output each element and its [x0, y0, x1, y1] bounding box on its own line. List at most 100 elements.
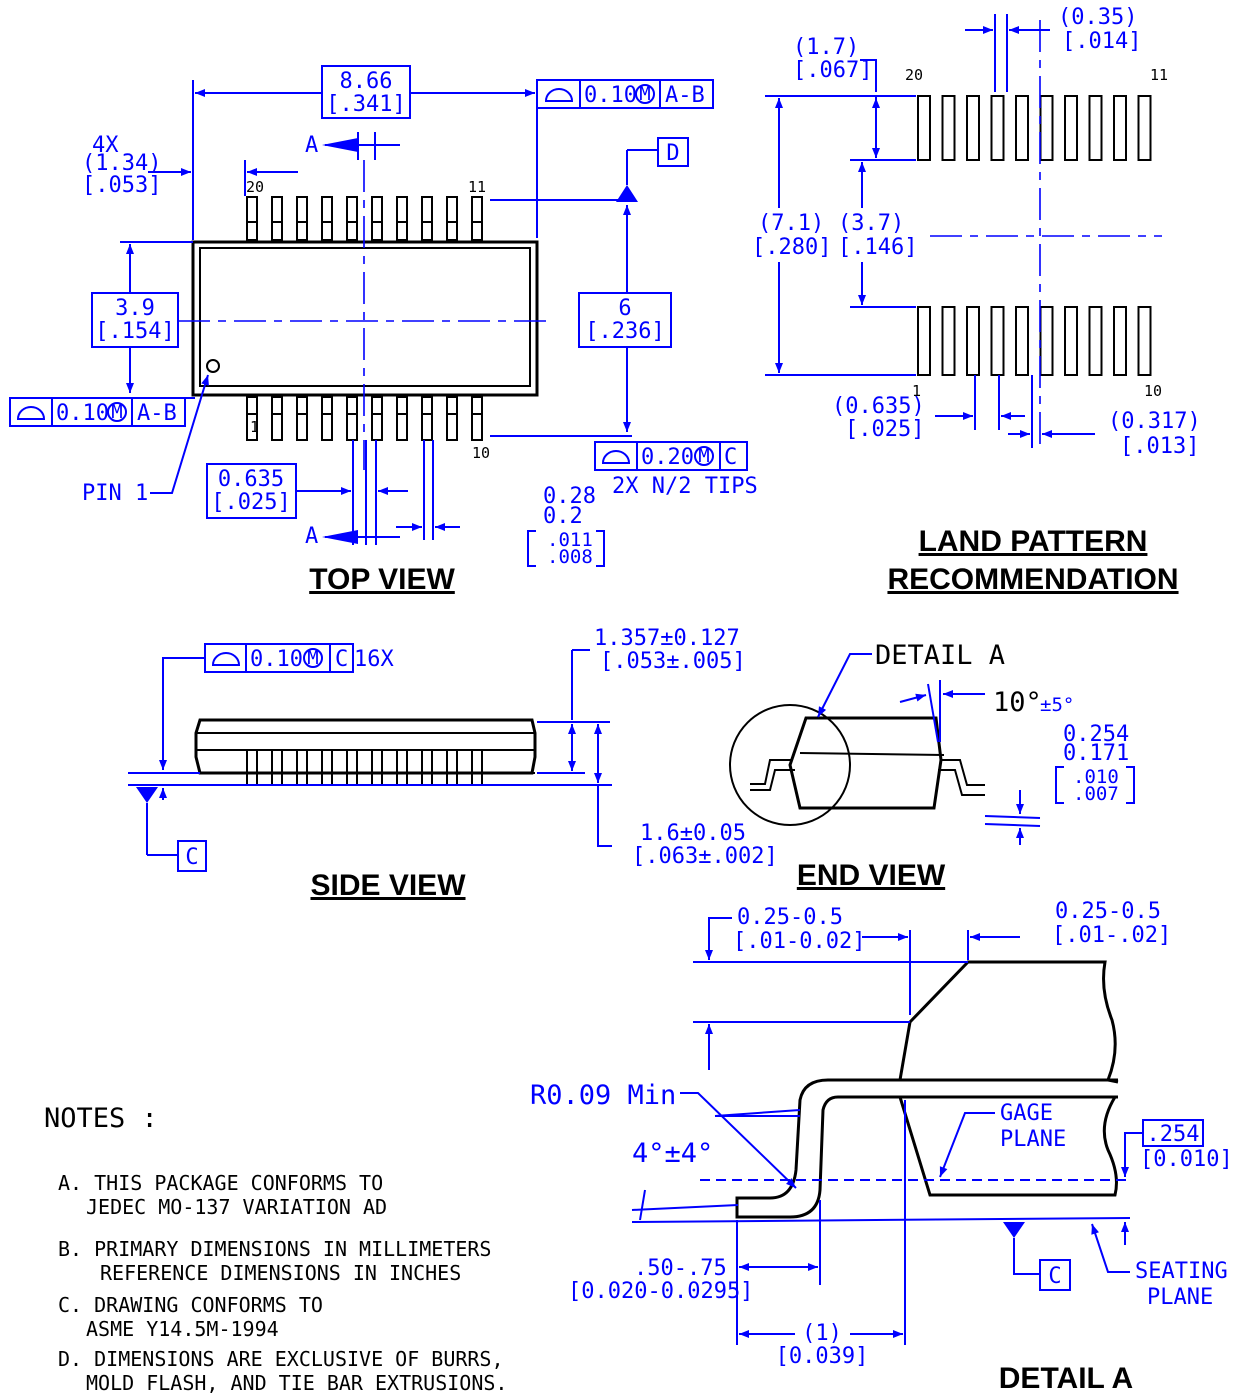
side-h2-in: [.063±.002] — [632, 844, 778, 869]
land-pad — [1015, 306, 1029, 376]
detail-angle: 4°±4° — [632, 1138, 713, 1169]
span-mm: 6 — [618, 296, 631, 321]
gage-2: PLANE — [1000, 1127, 1066, 1152]
detail-a-title: DETAIL A — [999, 1362, 1133, 1395]
land-pad-width-mm: (0.35) — [1058, 5, 1137, 30]
side-lead — [271, 749, 283, 786]
top-pin-1: 1 — [250, 418, 259, 436]
land-gap-in: [.146] — [838, 235, 917, 260]
detail-a-callout-circle — [729, 704, 851, 826]
land-half-pitch-mm: (0.317) — [1108, 409, 1201, 434]
bottom-lead — [321, 396, 333, 441]
side-h2: 1.6±0.05 — [640, 821, 746, 846]
detail-lead — [735, 1078, 1118, 1219]
land-pads-top — [917, 95, 1152, 161]
top-lead — [246, 196, 258, 241]
gauge-val: .254 — [1147, 1122, 1200, 1147]
end-angle-tol: ±5° — [1040, 694, 1074, 716]
end-thk-max-in: .010 — [1073, 766, 1119, 788]
detail-d1: 0.25-0.5 — [737, 905, 843, 930]
land-pad-length-in: [.067] — [793, 58, 872, 83]
top-pin-10: 10 — [472, 444, 490, 462]
pitch-mm: 0.635 — [218, 467, 284, 492]
span-in: [.236] — [585, 319, 664, 344]
pitch-in: [.025] — [211, 490, 290, 515]
side-leads — [246, 749, 483, 786]
bottom-lead — [246, 396, 258, 441]
bottom-lead — [346, 396, 358, 441]
end-thk-min-in: .007 — [1073, 783, 1119, 805]
side-lead — [471, 749, 483, 786]
note-c-1: C. DRAWING CONFORMS TO — [58, 1293, 323, 1317]
side-h1-in: [.053±.005] — [600, 649, 746, 674]
lead-width-min: 0.2 — [543, 504, 583, 529]
land-span-in: [.280] — [752, 235, 831, 260]
bottom-lead — [271, 396, 283, 441]
land-pitch-mm: (0.635) — [832, 394, 925, 419]
fcf-top-value: 0.10 — [584, 83, 637, 108]
gage-1: GAGE — [1000, 1101, 1053, 1126]
end-view-title: END VIEW — [797, 859, 946, 892]
pin1-label: PIN 1 — [82, 481, 148, 506]
side-datum-c: C — [185, 845, 198, 870]
length-in: [.341] — [326, 92, 405, 117]
side-lead — [371, 749, 383, 786]
svg-text:M: M — [698, 445, 709, 467]
detail-foot: .50-.75 — [634, 1256, 727, 1281]
side-fcf-count: 16X — [354, 647, 394, 672]
detail-radius: R0.09 Min — [530, 1080, 676, 1111]
land-pattern: 20 11 1 10 (0.35) [.014] (1.7) [.067] (7… — [752, 5, 1201, 596]
side-fcf-value: 0.10 — [250, 647, 303, 672]
note-b-2: REFERENCE DIMENSIONS IN INCHES — [100, 1261, 461, 1285]
side-lead — [346, 749, 358, 786]
top-leads — [246, 196, 483, 241]
top-lead — [396, 196, 408, 241]
top-lead — [321, 196, 333, 241]
gauge-val-in: [0.010] — [1140, 1147, 1233, 1172]
top-view-body-inner — [199, 247, 531, 387]
top-view: 20 11 1 10 8.66 [.341] 0.10 M A-B 4X (1.… — [9, 65, 758, 596]
body-width-in: [.154] — [95, 319, 174, 344]
seat-2: PLANE — [1147, 1285, 1213, 1310]
land-half-pitch-in: [.013] — [1120, 434, 1199, 459]
land-pad — [1088, 306, 1103, 376]
note-a-1: A. THIS PACKAGE CONFORMS TO — [58, 1171, 383, 1195]
land-pin-1: 1 — [912, 382, 921, 400]
detail-datum-c: C — [1048, 1264, 1061, 1289]
side-lead — [421, 749, 433, 786]
side-lead — [321, 749, 333, 786]
land-pads-bottom — [917, 306, 1152, 376]
side-lead — [446, 749, 458, 786]
top-pin-11: 11 — [468, 178, 486, 196]
land-gap-mm: (3.7) — [838, 211, 904, 236]
top-lead — [296, 196, 308, 241]
fcf-right-value: 0.20 — [641, 445, 694, 470]
lead-width-max-in: .011 — [547, 529, 593, 551]
length-mm: 8.66 — [340, 69, 393, 94]
land-pad — [941, 306, 956, 376]
top-lead — [371, 196, 383, 241]
note-d-2: MOLD FLASH, AND TIE BAR EXTRUSIONS. — [86, 1371, 507, 1395]
land-pad — [1015, 95, 1029, 161]
fcf-left-value: 0.10 — [56, 401, 109, 426]
note-d-1: D. DIMENSIONS ARE EXCLUSIVE OF BURRS, — [58, 1347, 504, 1371]
svg-text:M: M — [307, 647, 318, 669]
land-pad — [1137, 95, 1152, 161]
land-pad-length-mm: (1.7) — [793, 35, 859, 60]
land-pin-11: 11 — [1150, 66, 1168, 84]
svg-text:M: M — [639, 83, 650, 105]
land-pad — [966, 95, 980, 161]
detail-len-in: [0.039] — [776, 1344, 869, 1369]
top-lead — [346, 196, 358, 241]
notes-heading: NOTES : — [44, 1103, 158, 1134]
detail-body-bottom — [898, 1096, 1118, 1197]
top-lead — [446, 196, 458, 241]
bottom-lead — [421, 396, 433, 441]
top-view-title: TOP VIEW — [309, 563, 455, 596]
end-thk-min: 0.171 — [1063, 741, 1129, 766]
tips-note: 2X N/2 TIPS — [612, 474, 758, 499]
land-pad — [990, 306, 1005, 376]
land-span-mm: (7.1) — [758, 211, 824, 236]
top-lead — [471, 196, 483, 241]
